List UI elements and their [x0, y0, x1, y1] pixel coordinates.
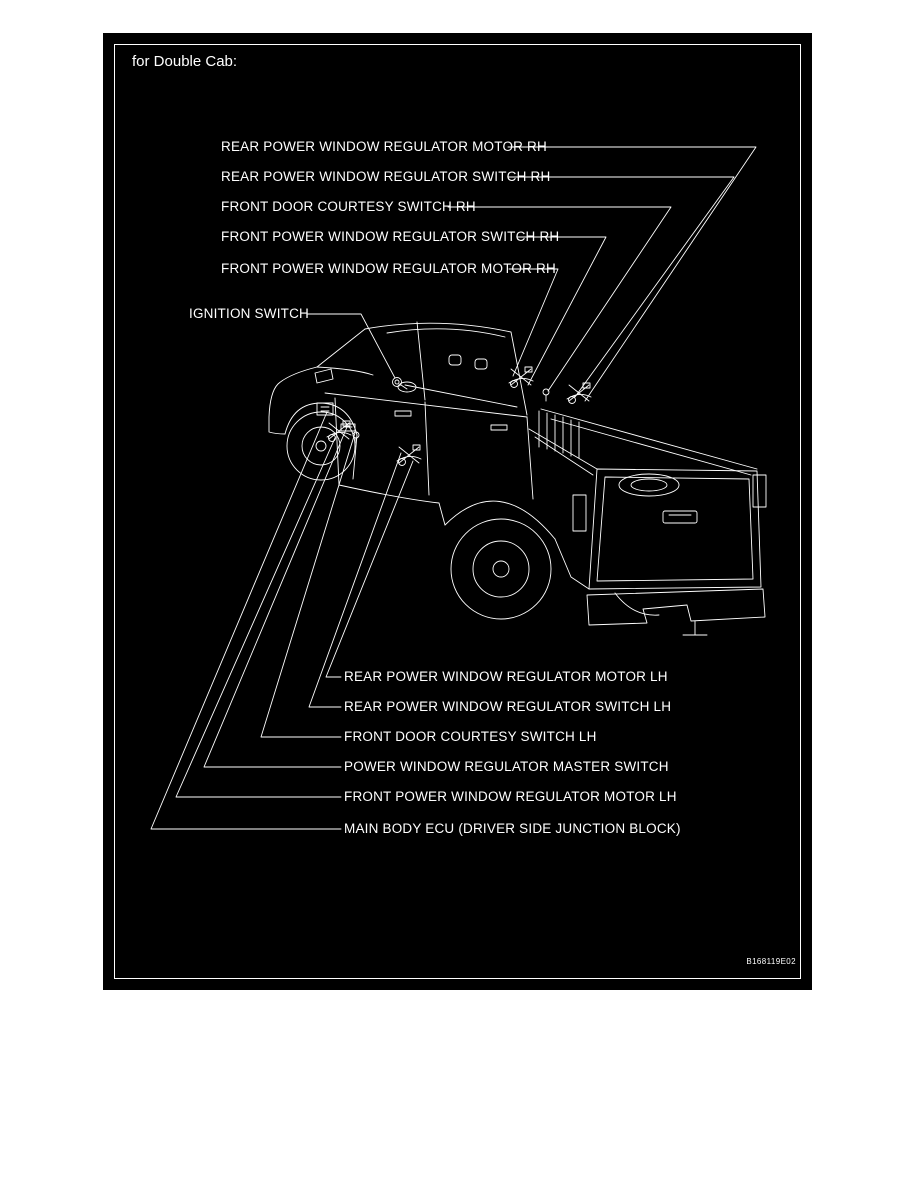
leader-main-body-ecu — [150, 411, 342, 830]
leader-rear-motor-lh — [325, 460, 414, 678]
leader-front-motor-rh — [508, 268, 559, 377]
leader-courtesy-rh — [447, 206, 672, 392]
truck-tailgate — [572, 468, 767, 636]
ignition-switch-glyph — [392, 377, 408, 390]
diagram-caption: for Double Cab: — [132, 53, 238, 70]
label-main-body-ecu: MAIN BODY ECU (DRIVER SIDE JUNCTION BLOC… — [344, 821, 681, 836]
leader-courtesy-lh — [260, 432, 356, 738]
front-power-window-regulator-lh-glyph — [326, 420, 352, 442]
label-power-window-regulator-master-switch: POWER WINDOW REGULATOR MASTER SWITCH — [344, 759, 669, 774]
leader-rear-motor-rh — [507, 146, 757, 402]
truck-wheels — [286, 411, 552, 620]
rear-power-window-regulator-lh-glyph — [396, 444, 422, 466]
leader-rear-switch-lh — [308, 452, 402, 708]
leader-ignition — [306, 313, 396, 379]
leader-master-switch — [203, 426, 348, 768]
front-door-courtesy-switch-lh-glyph — [352, 431, 360, 444]
leader-lines — [150, 146, 757, 830]
leader-front-motor-lh — [175, 437, 342, 798]
truck-body — [284, 402, 590, 590]
front-door-courtesy-switch-rh-glyph — [542, 388, 550, 402]
label-front-door-courtesy-switch-rh: FRONT DOOR COURTESY SWITCH RH — [221, 199, 476, 214]
label-front-power-window-regulator-motor-lh: FRONT POWER WINDOW REGULATOR MOTOR LH — [344, 789, 677, 804]
label-rear-power-window-regulator-motor-rh: REAR POWER WINDOW REGULATOR MOTOR RH — [221, 139, 547, 154]
label-front-power-window-regulator-motor-rh: FRONT POWER WINDOW REGULATOR MOTOR RH — [221, 261, 556, 276]
label-front-power-window-regulator-switch-rh: FRONT POWER WINDOW REGULATOR SWITCH RH — [221, 229, 560, 244]
diagram-panel: for Double Cab: REAR POWER WINDOW REGULA… — [103, 33, 812, 990]
front-power-window-regulator-motor-rh-glyph — [508, 366, 534, 388]
label-rear-power-window-regulator-switch-lh: REAR POWER WINDOW REGULATOR SWITCH LH — [344, 699, 672, 714]
leader-rear-switch-rh — [507, 176, 735, 398]
rear-power-window-regulator-rh-glyph — [566, 382, 592, 404]
truck-illustration — [150, 146, 767, 830]
truck-cab — [268, 321, 534, 500]
figure-code: B168119E02 — [746, 957, 796, 966]
leader-front-switch-rh — [516, 236, 607, 386]
truck-bed — [528, 408, 758, 497]
main-body-ecu-glyph — [316, 402, 334, 416]
label-ignition-switch: IGNITION SWITCH — [189, 306, 309, 321]
label-rear-power-window-regulator-switch-rh: REAR POWER WINDOW REGULATOR SWITCH RH — [221, 169, 551, 184]
label-rear-power-window-regulator-motor-lh: REAR POWER WINDOW REGULATOR MOTOR LH — [344, 669, 668, 684]
power-window-master-switch-glyph — [340, 423, 356, 432]
label-front-door-courtesy-switch-lh: FRONT DOOR COURTESY SWITCH LH — [344, 729, 597, 744]
